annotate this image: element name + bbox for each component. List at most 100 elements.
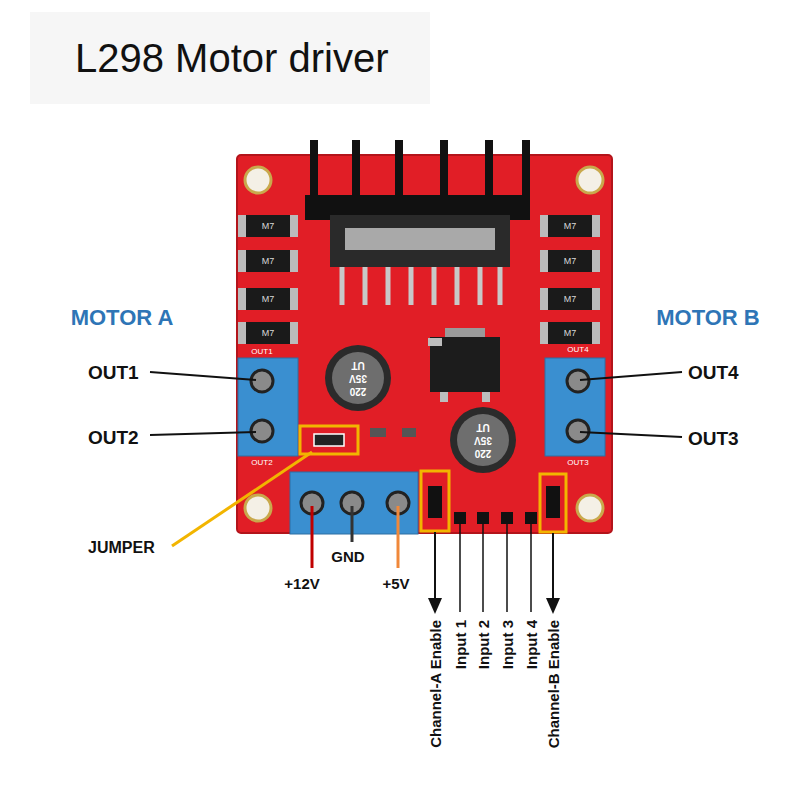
terminal-screw	[251, 420, 273, 442]
component-marking: M7	[564, 295, 577, 304]
chip-tab	[345, 228, 495, 250]
diode-pad	[540, 250, 600, 272]
highlight-box	[540, 474, 566, 532]
terminal-screw	[567, 420, 589, 442]
leader-line	[580, 372, 682, 380]
pin-label: OUT2	[88, 428, 139, 447]
heatsink-fin	[440, 140, 448, 200]
pin-label: GND	[331, 549, 364, 564]
leader-line	[351, 506, 354, 542]
diode	[246, 322, 290, 344]
pin-label: OUT1	[88, 363, 139, 382]
component-marking: M7	[262, 222, 275, 231]
highlight-box	[300, 426, 358, 454]
pin-label: Input 2	[476, 620, 491, 669]
pin-label: Input 1	[453, 620, 468, 669]
leader-line	[482, 524, 484, 612]
chip-pin	[340, 267, 345, 305]
component-marking: 35V	[349, 373, 367, 383]
component-marking: M7	[564, 257, 577, 266]
section-label: MOTOR B	[656, 307, 759, 329]
silkscreen-label: OUT2	[251, 459, 272, 467]
chip-pin	[363, 267, 368, 305]
chip-pin	[409, 267, 414, 305]
leader-line	[172, 452, 312, 546]
header-pin	[477, 512, 489, 524]
diagram-title: L298 Motor driver	[75, 38, 388, 78]
leader-line	[150, 372, 256, 380]
capacitor-top	[457, 414, 509, 466]
silkscreen-label: OUT3	[567, 459, 588, 467]
pin-label: OUT4	[688, 363, 739, 382]
smd-part	[370, 428, 386, 437]
chip-pin	[478, 267, 483, 305]
mounting-hole	[245, 167, 271, 193]
header-pin	[501, 512, 513, 524]
component-marking: M7	[564, 222, 577, 231]
component-marking: 35V	[474, 435, 492, 445]
smd-part	[428, 338, 442, 346]
terminal-block	[545, 358, 605, 456]
leader-line	[397, 506, 400, 568]
chip-pin	[498, 267, 503, 305]
header-pin	[525, 512, 537, 524]
component-marking: M7	[262, 295, 275, 304]
diode-pad	[238, 250, 298, 272]
component-marking: UT	[476, 422, 489, 432]
heatsink-fin	[310, 140, 318, 200]
leader-line	[530, 524, 532, 612]
pin-label: Channel-B Enable	[546, 620, 561, 748]
heatsink-fin	[485, 140, 493, 200]
heatsink-fin	[395, 140, 403, 200]
part-label: JUMPER	[88, 540, 155, 556]
silkscreen-label: OUT4	[567, 346, 588, 354]
jumper-cap	[546, 486, 560, 518]
diode	[246, 288, 290, 310]
diode-pad	[540, 322, 600, 344]
regulator-leg	[482, 392, 490, 402]
diode-pad	[540, 215, 600, 237]
arrow-head	[428, 598, 442, 614]
section-label: MOTOR A	[71, 307, 174, 329]
pin-label: OUT3	[688, 429, 739, 448]
driver-chip	[330, 215, 510, 267]
pin-label: Input 3	[500, 620, 515, 669]
leader-line	[459, 524, 461, 612]
smd-part	[402, 428, 416, 437]
terminal-block	[238, 358, 298, 456]
diode-pad	[540, 288, 600, 310]
diodes	[238, 215, 600, 344]
leader-line	[311, 506, 314, 568]
mounting-hole	[577, 167, 603, 193]
component-marking: 220	[475, 448, 492, 458]
capacitor	[325, 345, 391, 411]
mounting-hole	[245, 495, 271, 521]
terminal-screw	[567, 370, 589, 392]
component-marking: M7	[564, 329, 577, 338]
leader-line	[506, 524, 508, 612]
pin-label: +5V	[382, 576, 409, 591]
highlight-box	[421, 471, 449, 531]
diode-pad	[238, 288, 298, 310]
diode-pad	[238, 322, 298, 344]
leader-line	[552, 533, 554, 600]
capacitor-top	[332, 352, 384, 404]
component-marking: UT	[351, 360, 364, 370]
capacitor	[450, 407, 516, 473]
component-marking: 220	[350, 386, 367, 396]
jumper-cap	[428, 486, 442, 518]
diode	[246, 250, 290, 272]
pin-label: Channel-A Enable	[428, 620, 443, 748]
pin-label: +12V	[284, 576, 319, 591]
chip-pin	[455, 267, 460, 305]
diode	[246, 215, 290, 237]
component-marking: M7	[262, 329, 275, 338]
jumper-cap	[314, 434, 344, 446]
chip-pin	[432, 267, 437, 305]
mounting-hole	[577, 495, 603, 521]
chip-pins	[342, 267, 500, 305]
heatsink-fin	[522, 140, 530, 200]
diode	[548, 288, 592, 310]
header-pin	[454, 512, 466, 524]
pcb-board	[237, 155, 612, 533]
